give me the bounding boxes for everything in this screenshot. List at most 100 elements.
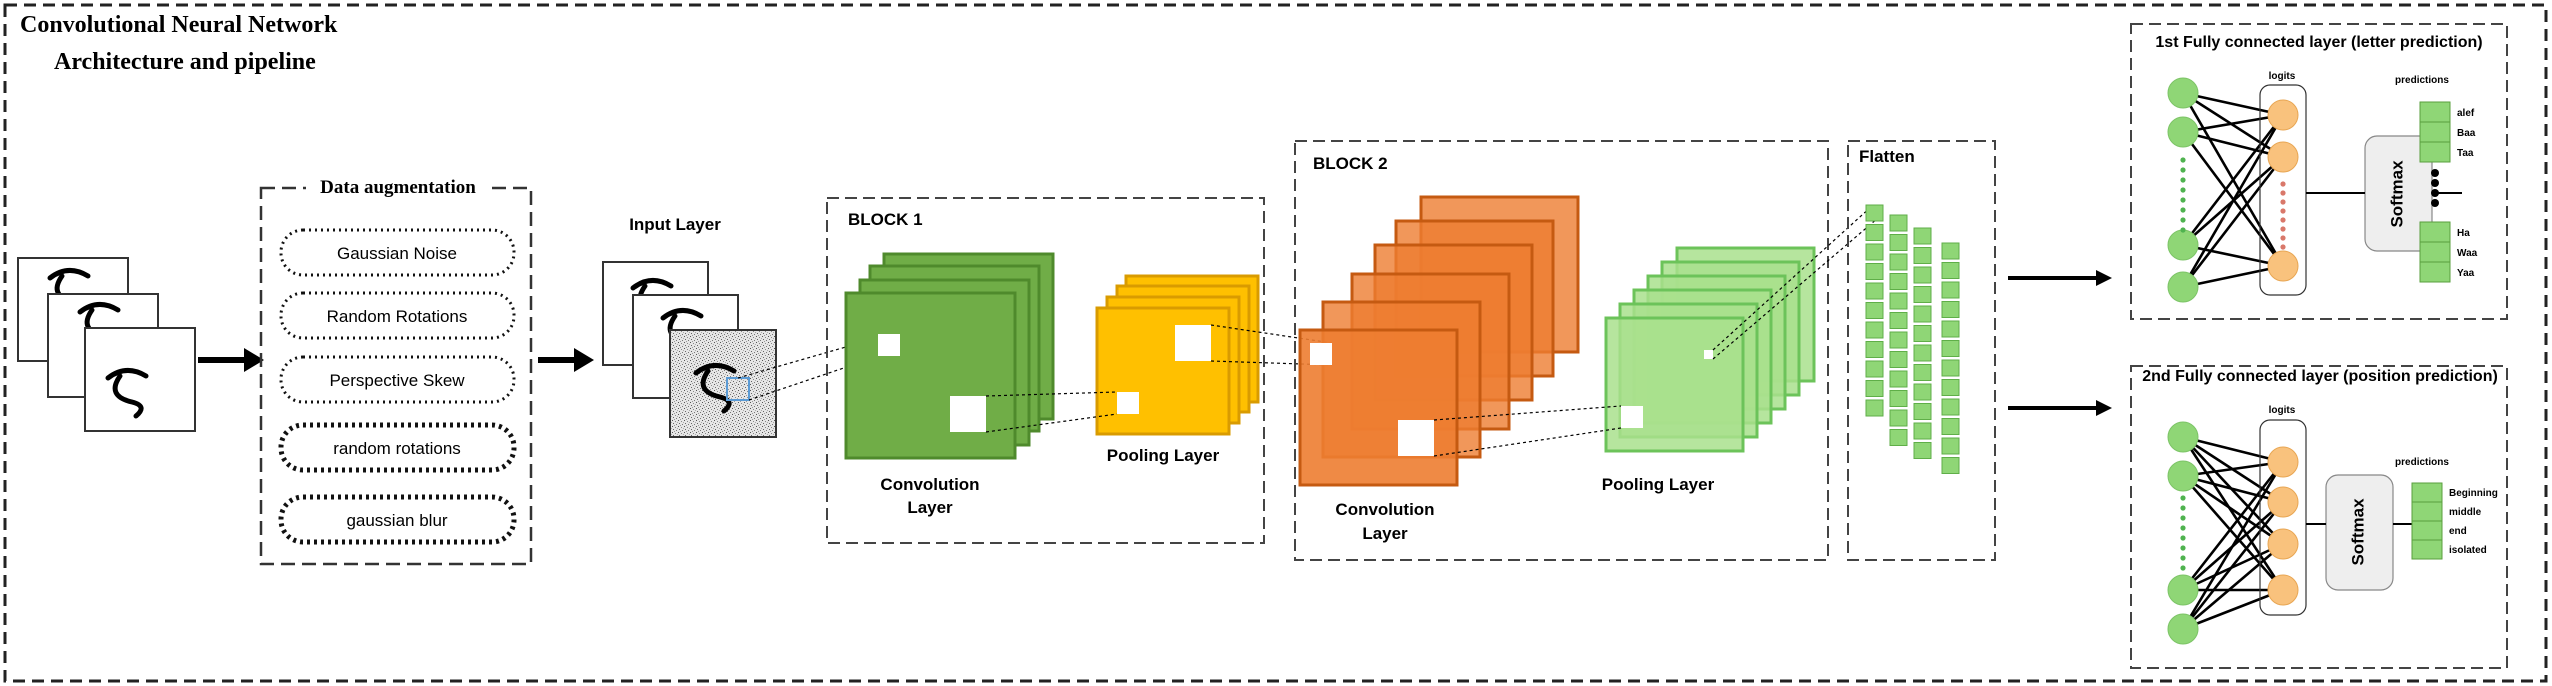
augmentation-item: random rotations xyxy=(333,439,461,458)
fc1-output-label: Baa xyxy=(2457,128,2476,139)
flatten-unit xyxy=(1865,399,1884,417)
diagram-title-line2: Architecture and pipeline xyxy=(54,49,316,75)
augmentation-item: Random Rotations xyxy=(327,307,468,326)
fc2-softmax-label: Softmax xyxy=(2348,498,2367,566)
ellipsis-dot xyxy=(2180,187,2186,193)
ellipsis-dot xyxy=(2180,217,2186,223)
logit-neuron xyxy=(2267,446,2299,478)
flatten-unit xyxy=(1941,437,1960,455)
fc1-logits-label: logits xyxy=(2269,71,2296,82)
flatten-unit xyxy=(1941,418,1960,435)
flatten-unit xyxy=(1865,224,1884,241)
flatten-unit xyxy=(1865,380,1884,397)
connection-line xyxy=(2182,264,2284,289)
conv2-label-line2: Layer xyxy=(1362,524,1408,543)
flatten-unit xyxy=(1913,344,1932,362)
fc2-output-label: Beginning xyxy=(2449,488,2498,499)
flatten-layer: Flatten xyxy=(1847,140,1996,561)
fc1-output-label: alef xyxy=(2457,108,2475,119)
ellipsis-dot xyxy=(2280,181,2286,187)
flatten-unit xyxy=(1889,409,1908,427)
fc2-output-label: end xyxy=(2449,526,2467,537)
flatten-unit xyxy=(1941,242,1960,260)
conv2-label-line1: Convolution xyxy=(1335,500,1434,519)
fc2-logits-label: logits xyxy=(2269,405,2296,416)
connection-line xyxy=(2182,113,2284,134)
flatten-unit xyxy=(1889,214,1908,232)
flatten-unit xyxy=(1889,234,1908,251)
input-neuron xyxy=(2167,613,2199,645)
fc2-title: 2nd Fully connected layer (position pred… xyxy=(2142,368,2498,385)
ellipsis-dot xyxy=(2180,157,2186,163)
connection-line xyxy=(2182,243,2284,268)
block-1: BLOCK 1 Convolution Layer Pooling Layer xyxy=(826,197,1265,544)
flatten-unit xyxy=(1889,351,1908,368)
flatten-unit xyxy=(1913,422,1932,440)
flatten-unit xyxy=(1865,282,1884,300)
ellipsis-dot xyxy=(2280,226,2286,232)
connection-line xyxy=(2182,460,2284,478)
flatten-unit xyxy=(1865,341,1884,358)
flatten-unit xyxy=(1913,305,1932,323)
data-augmentation-panel: Data augmentation Gaussian Noise Random … xyxy=(259,176,533,566)
flatten-unit xyxy=(1913,364,1932,381)
flatten-unit xyxy=(1889,292,1908,310)
flatten-unit xyxy=(1865,204,1884,222)
connection-line xyxy=(2182,474,2284,504)
logit-neuron xyxy=(2267,486,2299,518)
flatten-unit xyxy=(1941,398,1960,416)
logit-neuron xyxy=(2267,528,2299,560)
ellipsis-dot xyxy=(2180,555,2186,561)
flatten-unit xyxy=(1941,320,1960,338)
flatten-unit xyxy=(1913,266,1932,284)
fc2-panel: 2nd Fully connected layer (position pred… xyxy=(2130,365,2508,669)
diagram-title-line1: Convolutional Neural Network xyxy=(20,12,338,38)
flatten-unit xyxy=(1941,379,1960,396)
flatten-unit xyxy=(1941,457,1960,474)
ellipsis-dot xyxy=(2180,545,2186,551)
ellipsis-dot xyxy=(2280,199,2286,205)
flatten-unit xyxy=(1889,370,1908,388)
connection-line xyxy=(2181,461,2285,591)
flatten-unit xyxy=(1941,359,1960,377)
fc1-predictions-label: predictions xyxy=(2395,75,2449,86)
flatten-unit xyxy=(1913,227,1932,245)
ellipsis-dot xyxy=(2180,525,2186,531)
connection-line xyxy=(2182,130,2284,159)
flatten-unit xyxy=(1889,273,1908,290)
logit-neuron xyxy=(2267,574,2299,606)
right-arrow-icon xyxy=(2008,270,2112,286)
connection-line xyxy=(2182,588,2284,631)
flatten-unit xyxy=(1889,331,1908,349)
flatten-unit xyxy=(1865,321,1884,339)
ellipsis-dot xyxy=(2180,207,2186,213)
flatten-unit xyxy=(1941,301,1960,318)
flatten-unit xyxy=(1941,262,1960,279)
flatten-unit xyxy=(1889,429,1908,446)
flatten-unit xyxy=(1913,403,1932,420)
fc2-output-label: isolated xyxy=(2449,545,2487,556)
input-layer-label: Input Layer xyxy=(629,215,721,234)
flatten-unit xyxy=(1913,383,1932,401)
flatten-unit xyxy=(1913,325,1932,342)
ellipsis-dot xyxy=(2280,244,2286,250)
input-neuron xyxy=(2167,271,2199,303)
flatten-unit xyxy=(1865,360,1884,378)
ellipsis-dot xyxy=(2180,535,2186,541)
flatten-unit xyxy=(1865,263,1884,280)
input-neuron xyxy=(2167,421,2199,453)
flatten-unit xyxy=(1865,302,1884,319)
connection-line xyxy=(2182,436,2284,545)
connection-line xyxy=(2181,461,2285,630)
conv1-label-line2: Layer xyxy=(907,498,953,517)
ellipsis-dot xyxy=(2280,235,2286,241)
connection-line xyxy=(2181,156,2285,288)
logit-neuron xyxy=(2267,141,2299,173)
block-1-title: BLOCK 1 xyxy=(848,210,923,229)
flatten-unit xyxy=(1913,442,1932,459)
flatten-unit xyxy=(1941,340,1960,357)
ellipsis-dot xyxy=(2180,515,2186,521)
ellipsis-dot xyxy=(2180,495,2186,501)
ellipsis-dot xyxy=(2180,197,2186,203)
connection-line xyxy=(2182,475,2284,591)
